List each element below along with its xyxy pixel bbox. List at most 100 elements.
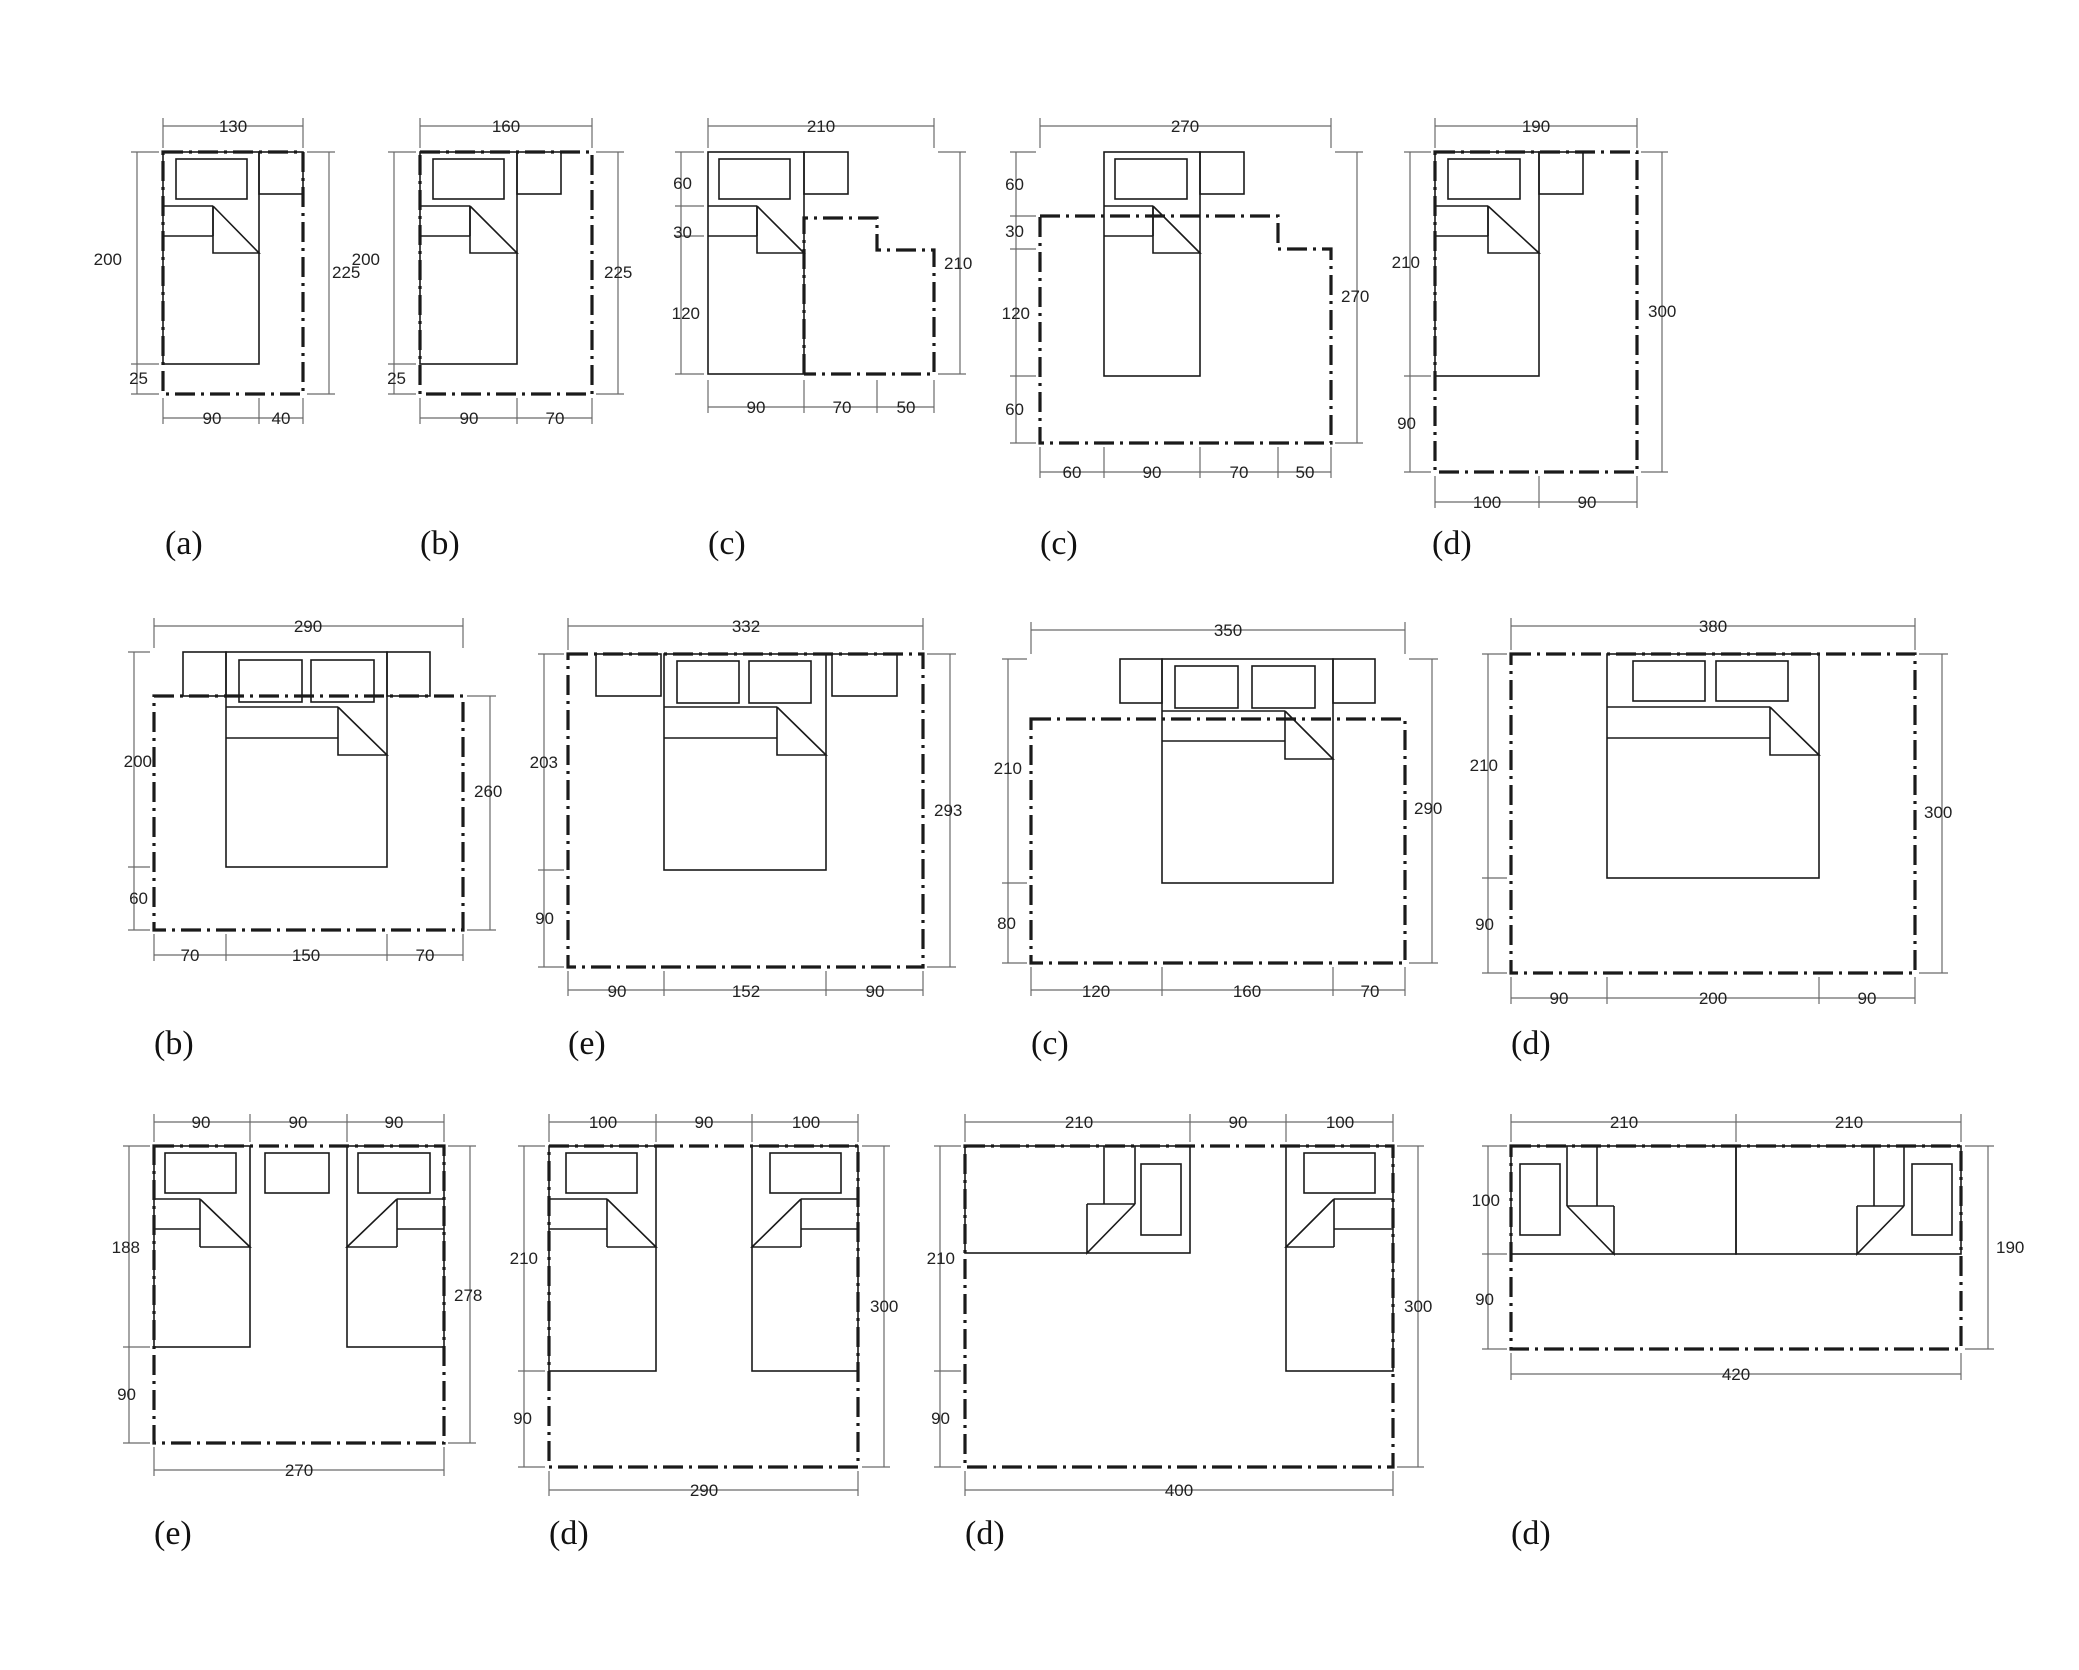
dimension-label: 130 bbox=[219, 117, 247, 136]
nightstand bbox=[258, 151, 304, 195]
dimension-label: 90 bbox=[1397, 414, 1416, 433]
dimension-label: 203 bbox=[530, 753, 558, 772]
dimension-label: 210 bbox=[927, 1249, 955, 1268]
room-boundary bbox=[1038, 214, 1333, 445]
dimension-label: 80 bbox=[997, 914, 1016, 933]
single-bed bbox=[1103, 151, 1202, 377]
single-bed bbox=[707, 151, 806, 375]
nightstand bbox=[831, 653, 898, 697]
dimension-label: 210 bbox=[1065, 1113, 1093, 1132]
dimension-label: 90 bbox=[1475, 1290, 1494, 1309]
plan-9: 380 210 90 300 90 200 90 (d) bbox=[1470, 617, 1953, 1062]
room-boundary bbox=[802, 216, 936, 376]
plan-5: 190 210 90 300 100 90 (d) bbox=[1392, 117, 1677, 562]
dimension-label: 210 bbox=[1835, 1113, 1863, 1132]
single-bed-right bbox=[345, 1145, 445, 1348]
nightstand bbox=[386, 651, 431, 697]
dimension-label: 210 bbox=[1392, 253, 1420, 272]
single-bed bbox=[1434, 151, 1542, 377]
dimension-label: 90 bbox=[535, 909, 554, 928]
dimension-label: 350 bbox=[1214, 621, 1242, 640]
dimension-label: 190 bbox=[1996, 1238, 2024, 1257]
dimension-label: 90 bbox=[866, 982, 885, 1001]
figure-caption: (c) bbox=[708, 525, 746, 562]
dimension-label: 100 bbox=[792, 1113, 820, 1132]
room-boundary bbox=[566, 652, 925, 969]
dimension-label: 90 bbox=[608, 982, 627, 1001]
double-bed bbox=[225, 651, 389, 868]
nightstand bbox=[182, 651, 227, 697]
dimension-label: 210 bbox=[1470, 756, 1498, 775]
single-bed-rotated bbox=[964, 1145, 1191, 1255]
dimension-label: 90 bbox=[460, 409, 479, 428]
dimension-label: 90 bbox=[1858, 989, 1877, 1008]
nightstand bbox=[516, 151, 562, 195]
single-bed bbox=[419, 151, 519, 365]
dimension-label: 60 bbox=[1005, 175, 1024, 194]
dimension-label: 90 bbox=[203, 409, 222, 428]
dimension-label: 300 bbox=[1648, 302, 1676, 321]
dimension-label: 60 bbox=[673, 174, 692, 193]
plan-6: 290 200 60 260 70 150 70 (b) bbox=[124, 617, 503, 1062]
dimension-label: 290 bbox=[1414, 799, 1442, 818]
dimension-label: 290 bbox=[690, 1481, 718, 1500]
dimension-label: 188 bbox=[112, 1238, 140, 1257]
dimension-label: 200 bbox=[1699, 989, 1727, 1008]
dimension-label: 120 bbox=[672, 304, 700, 323]
dimension-label: 120 bbox=[1002, 304, 1030, 323]
dimension-label: 100 bbox=[1472, 1191, 1500, 1210]
double-bed bbox=[1606, 653, 1821, 879]
figure-caption: (b) bbox=[420, 525, 460, 562]
figure-caption: (c) bbox=[1040, 525, 1078, 562]
room-boundary bbox=[152, 1144, 446, 1445]
dimension-label: 90 bbox=[1143, 463, 1162, 482]
dimension-label: 70 bbox=[546, 409, 565, 428]
single-bed-rotated-left bbox=[1510, 1145, 1737, 1256]
dimension-label: 40 bbox=[272, 409, 291, 428]
figure-caption: (e) bbox=[154, 1515, 192, 1552]
plan-1: 130 200 225 25 90 40 (a) bbox=[94, 117, 361, 562]
dimension-label: 70 bbox=[833, 398, 852, 417]
dimension-label: 210 bbox=[510, 1249, 538, 1268]
dimension-label: 90 bbox=[117, 1385, 136, 1404]
dimension-label: 90 bbox=[1578, 493, 1597, 512]
dimension-label: 210 bbox=[1610, 1113, 1638, 1132]
dimension-label: 50 bbox=[897, 398, 916, 417]
dimension-label: 270 bbox=[285, 1461, 313, 1480]
dimension-label: 100 bbox=[589, 1113, 617, 1132]
dimension-label: 90 bbox=[747, 398, 766, 417]
single-bed-left bbox=[153, 1145, 252, 1348]
dimension-label: 400 bbox=[1165, 1481, 1193, 1500]
dimension-label: 90 bbox=[1229, 1113, 1248, 1132]
room-boundary bbox=[1509, 652, 1917, 975]
room-boundary bbox=[1433, 150, 1639, 474]
dimension-label: 90 bbox=[1550, 989, 1569, 1008]
nightstand bbox=[264, 1152, 330, 1194]
figure-caption: (d) bbox=[965, 1515, 1005, 1552]
dimension-label: 25 bbox=[387, 369, 406, 388]
dimension-label: 200 bbox=[124, 752, 152, 771]
figure-caption: (d) bbox=[1432, 525, 1472, 562]
figure-caption: (e) bbox=[568, 1025, 606, 1062]
double-bed bbox=[1161, 658, 1335, 884]
dimension-label: 60 bbox=[129, 889, 148, 908]
dimension-label: 70 bbox=[1230, 463, 1249, 482]
dimension-label: 30 bbox=[673, 223, 692, 242]
plan-10: 90 90 90 188 90 278 270 (e) bbox=[112, 1113, 483, 1552]
dimension-label: 210 bbox=[994, 759, 1022, 778]
dimension-label: 120 bbox=[1082, 982, 1110, 1001]
double-bed bbox=[663, 653, 828, 871]
room-boundary bbox=[161, 150, 305, 396]
dimension-label: 100 bbox=[1473, 493, 1501, 512]
single-bed-right bbox=[1284, 1145, 1394, 1372]
dimension-label: 90 bbox=[513, 1409, 532, 1428]
single-bed-rotated-right bbox=[1735, 1145, 1962, 1256]
dimension-label: 200 bbox=[94, 250, 122, 269]
dimension-label: 90 bbox=[192, 1113, 211, 1132]
dimension-label: 225 bbox=[332, 263, 360, 282]
dimension-label: 380 bbox=[1699, 617, 1727, 636]
figure-caption: (c) bbox=[1031, 1025, 1069, 1062]
dimension-label: 90 bbox=[1475, 915, 1494, 934]
dimension-label: 300 bbox=[1404, 1297, 1432, 1316]
